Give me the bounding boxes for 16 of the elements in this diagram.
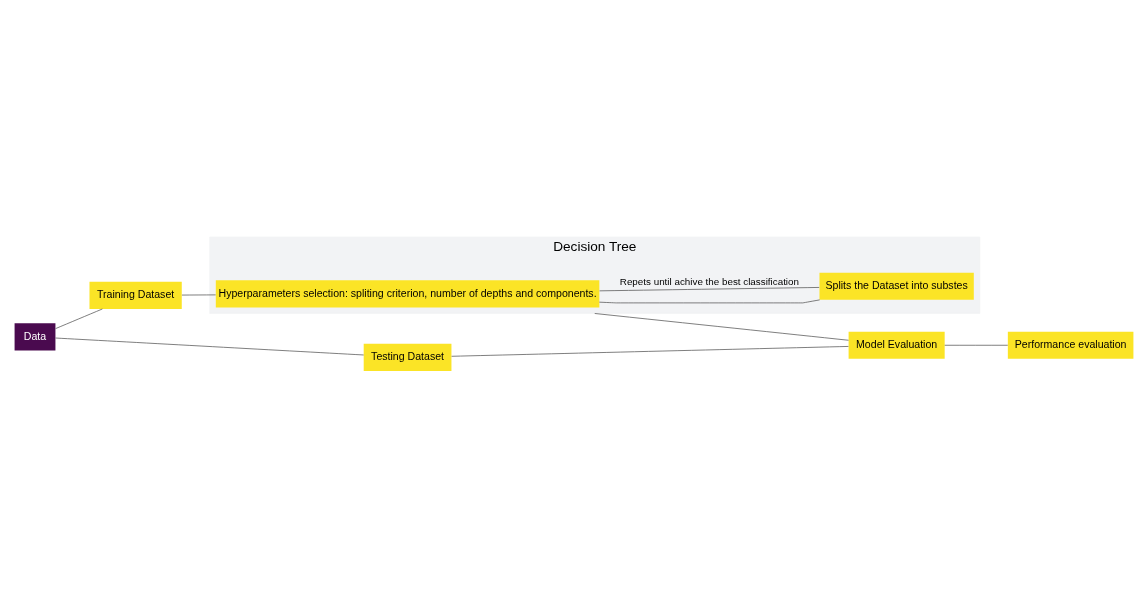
connector: [181, 294, 216, 295]
connector: [598, 299, 821, 303]
connector: [944, 344, 1009, 346]
node-box: Model Evaluation: [848, 331, 945, 359]
node-box: Testing Dataset: [363, 343, 452, 371]
node-box: Hyperparameters selection: spliting criterion, number of depths and components.: [215, 279, 600, 307]
node-box: Data: [14, 322, 56, 351]
connector: [55, 337, 365, 355]
node-box: Performance evaluation: [1007, 331, 1134, 359]
edge-label: Repets until achive the best classification: [619, 275, 799, 287]
connector: [451, 345, 849, 357]
node-box: Splits the Dataset into substes: [819, 272, 974, 300]
connector: [599, 286, 820, 291]
connector: [594, 312, 849, 341]
node-box: Training Dataset: [89, 281, 182, 309]
connector: [55, 308, 103, 329]
